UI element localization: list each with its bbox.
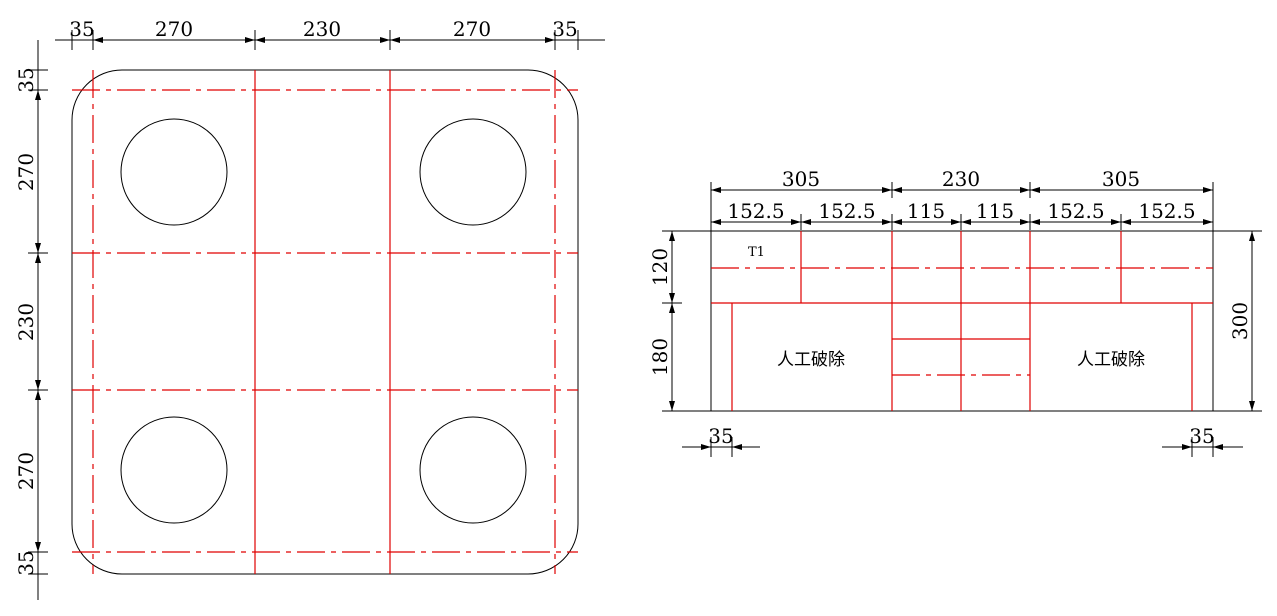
plan-left-dimension: 35 270 230 270 35: [14, 40, 48, 600]
dim-label: 305: [1102, 167, 1140, 191]
dim-label: 35: [14, 67, 38, 92]
section-right-dimension: 300: [1213, 230, 1262, 412]
dim-label: 270: [14, 452, 38, 490]
section-bottom-left-dimension: 35: [682, 424, 760, 457]
section-top-dimension: 305 230 305: [710, 167, 1214, 231]
dim-label: 230: [303, 17, 341, 41]
pile-circle: [419, 416, 527, 524]
dim-label: 152.5: [1138, 199, 1195, 223]
dim-label: 180: [648, 338, 672, 376]
plan-top-dimension: 35 270 230 270 35: [55, 17, 605, 50]
dim-label: 35: [708, 424, 733, 448]
dim-label: 270: [155, 17, 193, 41]
dim-label: 35: [1189, 424, 1214, 448]
dim-label: 35: [69, 17, 94, 41]
dim-label: 115: [976, 199, 1014, 223]
dim-label: 270: [453, 17, 491, 41]
dim-label: 152.5: [727, 199, 784, 223]
section-view: T1 人工破除 人工破除 305 230 305 152.5 152.5 1: [648, 167, 1262, 457]
dim-label: 270: [14, 153, 38, 191]
manual-removal-label: 人工破除: [1077, 350, 1145, 370]
pile-circle: [120, 118, 228, 226]
dim-label: 115: [907, 199, 945, 223]
dim-label: 305: [782, 167, 820, 191]
plan-view: 35 270 230 270 35 35 270 230 270 35: [14, 17, 605, 600]
dim-label: 230: [942, 167, 980, 191]
section-bottom-right-dimension: 35: [1162, 424, 1243, 457]
section-top-dimension-detail: 152.5 152.5 115 115 152.5 152.5: [711, 199, 1213, 230]
dim-label: 152.5: [1047, 199, 1104, 223]
section-outline: [710, 230, 1214, 412]
dim-label: 35: [552, 17, 577, 41]
dim-label: 152.5: [818, 199, 875, 223]
pile-circle: [419, 118, 527, 226]
section-left-dimension: 120 180: [648, 230, 711, 412]
manual-removal-label: 人工破除: [777, 350, 845, 370]
pile-circle: [120, 416, 228, 524]
dim-label: 120: [648, 248, 672, 286]
pile-cap-outline: [71, 69, 579, 575]
dim-label: 35: [14, 550, 38, 575]
dim-label: 300: [1228, 302, 1252, 340]
block-label: T1: [748, 245, 765, 260]
dim-label: 230: [14, 303, 38, 341]
